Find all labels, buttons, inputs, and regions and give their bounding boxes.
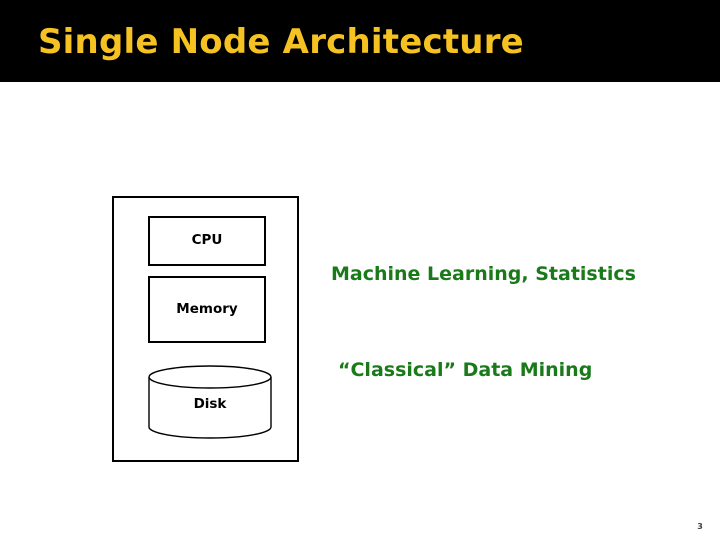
disk-cylinder-icon [146,364,274,444]
disk-label: Disk [193,396,227,412]
memory-label: Memory [176,300,238,317]
cpu-box: CPU [148,216,266,266]
cpu-label: CPU [191,232,223,249]
annotation-classical-data-mining: “Classical” Data Mining [338,359,593,381]
page-title: Single Node Architecture [38,22,524,62]
memory-box: Memory [148,276,266,343]
annotation-machine-learning: Machine Learning, Statistics [331,263,636,285]
page-number: 3 [697,522,703,531]
title-band [0,0,720,82]
